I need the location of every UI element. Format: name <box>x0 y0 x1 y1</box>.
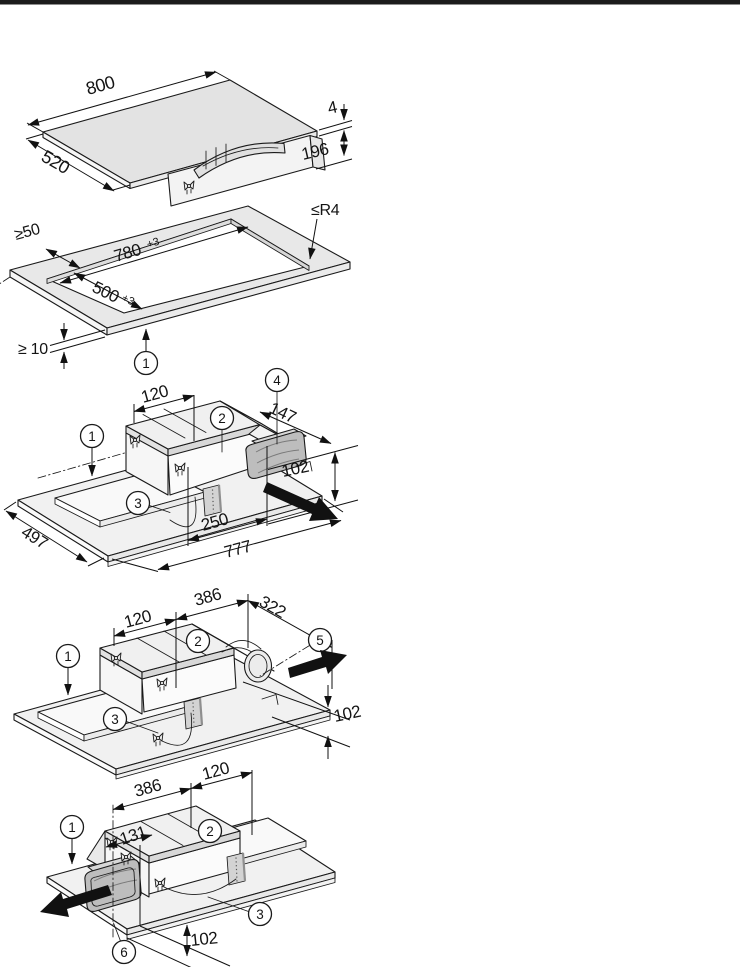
svg-text:3: 3 <box>111 712 119 727</box>
svg-text:2: 2 <box>206 824 214 839</box>
dim-label-386: 386 <box>192 584 223 610</box>
dim-label-102: 102 <box>189 928 218 950</box>
dim-label-322: 322 <box>256 592 289 622</box>
callout-4-badge: 4 <box>264 367 290 445</box>
svg-text:1: 1 <box>64 649 72 664</box>
dim-label-497: 497 <box>18 522 51 553</box>
dim-corner-radius-R4: ≤R4 <box>308 202 340 260</box>
dim-glass-thickness-4: 4 <box>315 97 353 170</box>
svg-text:6: 6 <box>120 945 128 960</box>
dim-label-min50: ≥50 <box>13 221 43 244</box>
callout-6-badge: 6 <box>111 922 137 965</box>
dim-label-120: 120 <box>200 758 231 784</box>
connector-grille <box>202 484 222 517</box>
callout-2-badge: 2 <box>185 628 211 654</box>
callout-5-badge: 5 <box>259 627 333 677</box>
airflow-arrow <box>263 482 338 521</box>
cooktop-overall-drawing: 800 520 4 196 <box>25 70 353 207</box>
vent-slots <box>205 143 227 170</box>
fan-duct <box>193 142 286 179</box>
callout-1-badge: 1 <box>79 423 105 477</box>
callout-2-badge: 2 <box>209 405 235 431</box>
dim-cutout-width-780: 780 +3 <box>59 226 249 284</box>
dim-label-min10: ≥ 10 <box>18 341 48 358</box>
worktop-cutout-drawing: ≥50 780 +3 500 +3 ≤R4 ≥ 10 1 <box>0 202 351 376</box>
svg-text:2: 2 <box>218 411 226 426</box>
callout-1-badge: 1 <box>55 643 81 696</box>
mains-cable <box>161 878 237 895</box>
callout-3-badge: 3 <box>102 706 159 734</box>
dim-label-800: 800 <box>84 72 118 99</box>
dim-worktop-thickness-10: ≥ 10 <box>18 323 106 369</box>
callout-2-badge: 2 <box>197 818 223 844</box>
svg-text:4: 4 <box>273 373 281 388</box>
dim-120: 120 <box>190 758 253 790</box>
unit-rear-outlet-drawing: 120 147 102 250 777 497 1 2 3 <box>3 367 359 572</box>
svg-text:1: 1 <box>68 820 76 835</box>
svg-text:2: 2 <box>194 634 202 649</box>
dim-label-780-tolerance: +3 <box>145 236 160 251</box>
dim-386: 386 <box>112 775 192 811</box>
svg-text:3: 3 <box>134 496 142 511</box>
dim-label-147: 147 <box>266 398 299 427</box>
callout-3-badge: 3 <box>125 490 171 516</box>
svg-text:5: 5 <box>316 633 324 648</box>
dim-label-4: 4 <box>326 97 339 117</box>
callout-1-badge: 1 <box>133 328 159 376</box>
airflow-arrow <box>40 885 112 917</box>
unit-right-outlet-drawing: 120 386 322 102 5 1 2 3 <box>13 584 363 780</box>
svg-text:1: 1 <box>88 429 96 444</box>
dim-label-500-tolerance: +3 <box>120 292 137 308</box>
dim-label-102: 102 <box>332 702 363 726</box>
mains-cable <box>161 712 193 746</box>
dim-label-777: 777 <box>222 536 253 561</box>
svg-text:1: 1 <box>142 356 150 371</box>
dim-label-120: 120 <box>122 606 153 632</box>
page-top-border <box>0 0 740 5</box>
airflow-arrow <box>288 650 347 678</box>
callout-3-badge: 3 <box>207 896 273 927</box>
dim-label-R4: ≤R4 <box>311 202 340 219</box>
dim-102: 102 <box>126 924 231 967</box>
svg-text:3: 3 <box>256 907 264 922</box>
unit-left-outlet-drawing: 386 120 131 102 1 2 3 6 <box>40 758 336 967</box>
callout-1-badge: 1 <box>59 814 85 865</box>
